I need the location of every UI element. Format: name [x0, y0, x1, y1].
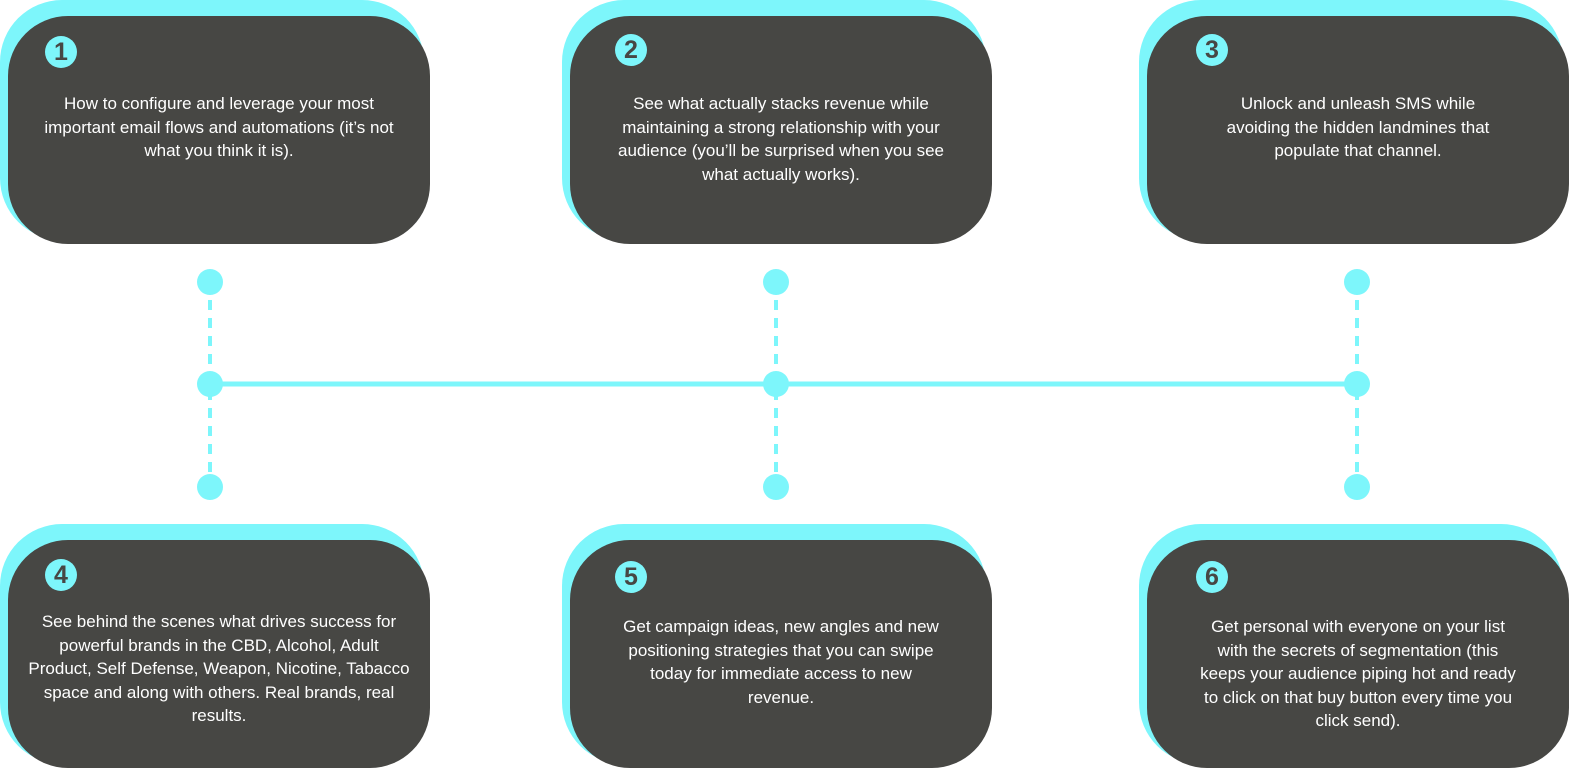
step-number-badge: 3: [1196, 34, 1228, 66]
card-body: 6 Get personal with everyone on your lis…: [1147, 540, 1569, 768]
step-description: How to configure and leverage your most …: [44, 94, 394, 161]
card-body: 3 Unlock and unleash SMS while avoiding …: [1147, 16, 1569, 244]
step-description: See what actually stacks revenue while m…: [617, 94, 945, 184]
connector-dot: [1344, 474, 1370, 500]
step-number-badge: 1: [45, 36, 77, 68]
step-description: Unlock and unleash SMS while avoiding th…: [1226, 94, 1490, 161]
step-card-3: 3 Unlock and unleash SMS while avoiding …: [1139, 0, 1569, 244]
connector-dot: [763, 474, 789, 500]
step-card-5: 5 Get campaign ideas, new angles and new…: [562, 524, 992, 768]
step-description: Get personal with everyone on your list …: [1200, 617, 1516, 731]
step-card-4: 4 See behind the scenes what drives succ…: [0, 524, 430, 768]
step-number-badge: 5: [615, 561, 647, 593]
step-card-2: 2 See what actually stacks revenue while…: [562, 0, 992, 244]
connector-dot: [197, 474, 223, 500]
connector-dot: [197, 269, 223, 295]
card-body: 1 How to configure and leverage your mos…: [8, 16, 430, 244]
connector-dot: [1344, 269, 1370, 295]
step-number-badge: 6: [1196, 561, 1228, 593]
card-body: 5 Get campaign ideas, new angles and new…: [570, 540, 992, 768]
connector-dot: [197, 371, 223, 397]
card-body: 2 See what actually stacks revenue while…: [570, 16, 992, 244]
step-description: See behind the scenes what drives succes…: [28, 612, 410, 726]
step-number-badge: 4: [45, 559, 77, 591]
step-card-6: 6 Get personal with everyone on your lis…: [1139, 524, 1569, 768]
connector-dot: [763, 269, 789, 295]
step-card-1: 1 How to configure and leverage your mos…: [0, 0, 430, 244]
card-body: 4 See behind the scenes what drives succ…: [8, 540, 430, 768]
connector-dot: [763, 371, 789, 397]
step-number-badge: 2: [615, 34, 647, 66]
step-description: Get campaign ideas, new angles and new p…: [623, 617, 939, 707]
connector-dot: [1344, 371, 1370, 397]
